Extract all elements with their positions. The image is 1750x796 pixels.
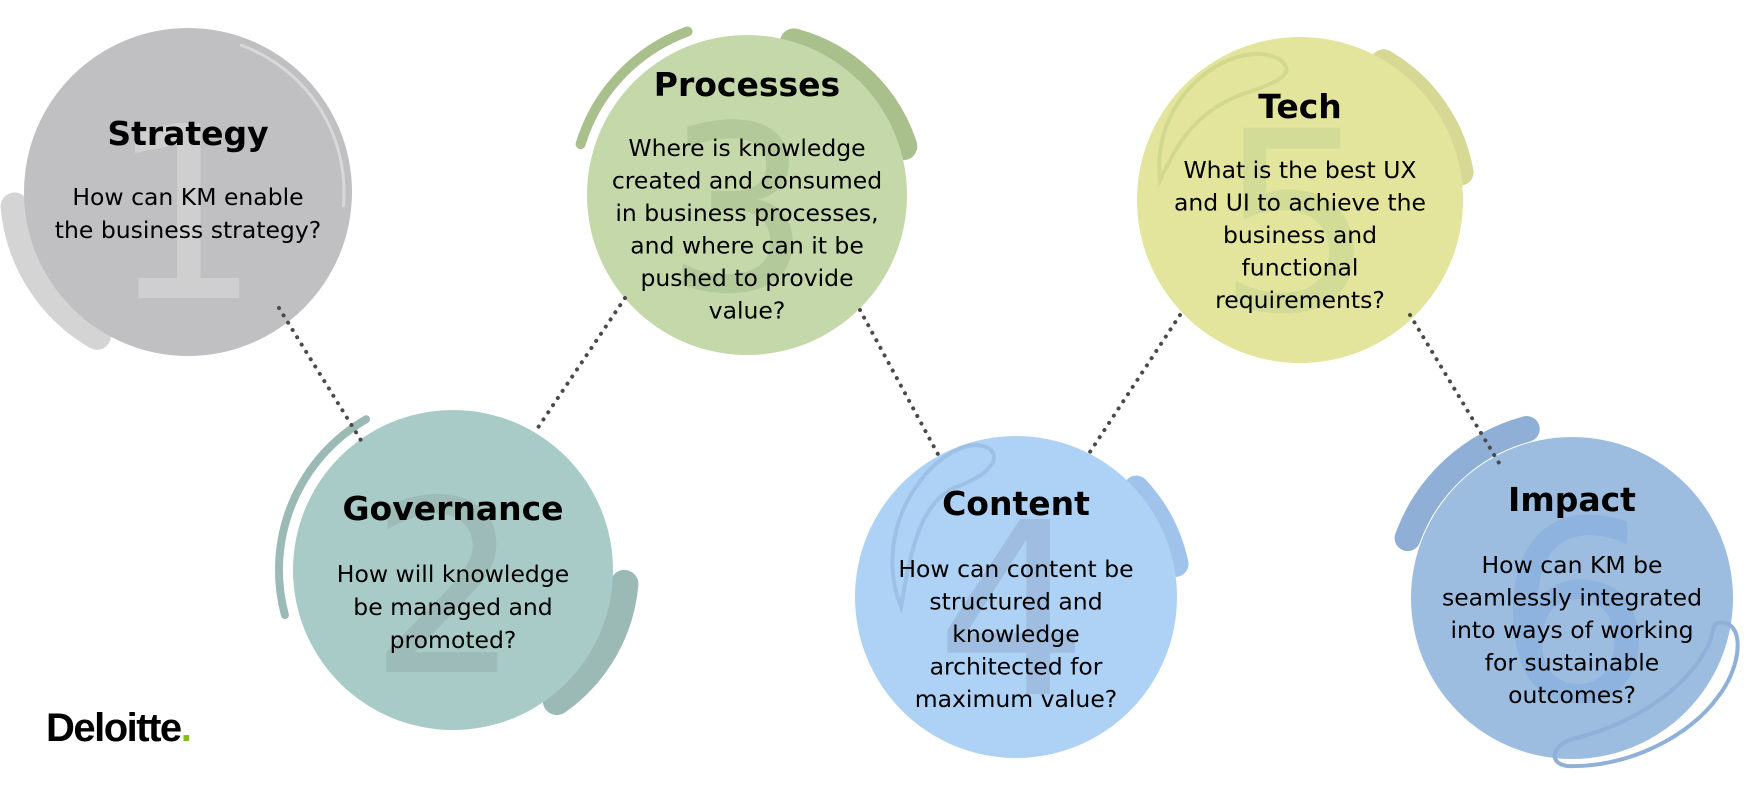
deloitte-logo: Deloitte.	[46, 706, 192, 751]
processes-title: Processes	[654, 65, 840, 104]
tech-question-line: requirements?	[1215, 286, 1385, 314]
tech-title: Tech	[1258, 87, 1342, 126]
processes-question: Where is knowledge created and consumed in…	[612, 134, 882, 325]
impact-outline-loop	[1552, 620, 1740, 769]
content-decor-arc	[1123, 475, 1189, 577]
governance-question-line: How will knowledge	[337, 560, 569, 588]
tech-question-line: What is the best UX	[1183, 156, 1416, 184]
strategy-circle	[24, 28, 352, 356]
processes-decor-arc	[779, 28, 918, 161]
strategy-question-line: the business strategy?	[55, 216, 321, 244]
processes-question-line: and where can it be	[630, 232, 864, 260]
content-question-line: maximum value?	[915, 685, 1118, 713]
impact-circle	[1411, 437, 1733, 759]
governance-title: Governance	[342, 489, 563, 528]
content-title: Content	[942, 484, 1090, 523]
impact-question: How can KM be seamlessly integrated into w…	[1442, 551, 1702, 709]
logo-text: Deloitte	[46, 706, 182, 750]
processes-step-number: 3	[665, 78, 811, 345]
impact-question-line: for sustainable	[1485, 649, 1660, 677]
connector-content-to-tech	[1084, 313, 1182, 460]
governance-decor-arc	[274, 415, 370, 619]
impact-question-line: outcomes?	[1508, 681, 1636, 709]
strategy-title: Strategy	[107, 114, 268, 153]
governance-step-number: 2	[369, 449, 522, 729]
strategy-inner-arc	[239, 43, 346, 208]
strategy-question: How can KM enable the business strategy?	[55, 183, 321, 244]
processes-question-line: pushed to provide	[640, 264, 853, 292]
governance-circle	[293, 410, 613, 730]
content-question-line: How can content be	[898, 555, 1133, 583]
processes-question-line: Where is knowledge	[628, 134, 865, 162]
governance-question-line: be managed and	[353, 593, 552, 621]
content-question-line: architected for	[930, 653, 1103, 681]
processes-circle	[587, 35, 907, 355]
processes-decor-arc	[575, 26, 693, 150]
connector-processes-to-content	[858, 308, 942, 460]
governance-question: How will knowledge be managed and promoted…	[337, 560, 569, 654]
connector-governance-to-processes	[533, 296, 627, 434]
processes-question-line: value?	[709, 297, 786, 325]
connector-strategy-to-governance	[277, 306, 364, 444]
tech-step-number: 5	[1216, 78, 1375, 369]
tech-ghost-loop	[1157, 52, 1289, 187]
content-step-number: 4	[936, 471, 1089, 751]
tech-circle	[1137, 37, 1463, 363]
strategy-question-line: How can KM enable	[72, 183, 303, 211]
impact-step-number: 6	[1495, 468, 1654, 759]
impact-question-line: How can KM be	[1482, 551, 1663, 579]
impact-title: Impact	[1508, 480, 1636, 519]
tech-question: What is the best UX and UI to achieve the…	[1174, 156, 1426, 314]
impact-question-line: seamlessly integrated	[1442, 584, 1702, 612]
content-ghost-loop	[890, 443, 996, 615]
strategy-step-number: 1	[109, 75, 262, 355]
content-question: How can content be structured and knowledg…	[898, 555, 1133, 713]
content-circle	[855, 436, 1177, 758]
governance-question-line: promoted?	[390, 626, 517, 654]
tech-question-line: and UI to achieve the	[1174, 189, 1426, 217]
content-question-line: knowledge	[952, 620, 1079, 648]
logo-dot: .	[180, 706, 192, 750]
governance-decor-arc	[542, 569, 639, 716]
processes-question-line: in business processes,	[615, 199, 878, 227]
tech-question-line: business and	[1223, 221, 1377, 249]
content-question-line: structured and	[929, 588, 1102, 616]
impact-question-line: into ways of working	[1450, 616, 1693, 644]
strategy-decor-arc	[0, 192, 111, 350]
processes-question-line: created and consumed	[612, 167, 882, 195]
tech-question-line: functional	[1242, 254, 1359, 282]
impact-decor-arc	[1394, 416, 1540, 552]
